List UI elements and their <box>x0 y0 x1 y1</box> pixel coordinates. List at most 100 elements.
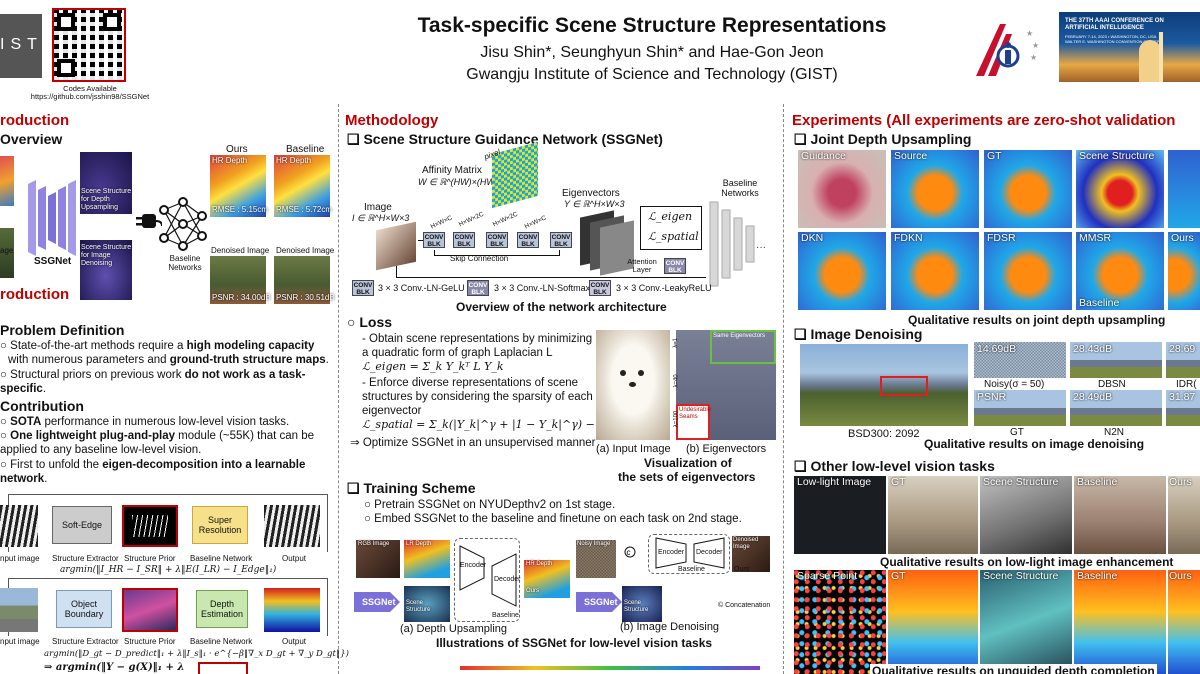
denoising-title: ❑ Image Denoising <box>794 326 923 342</box>
loss-title: ○ Loss <box>347 314 393 330</box>
scene-structure-label: Scene Structure <box>1079 150 1155 162</box>
scene-structure-label-b: Scene Structure <box>624 600 649 613</box>
svg-text:···: ··· <box>756 242 766 253</box>
baseline-denoised-label: Denoised Image <box>276 246 335 255</box>
baseline-psnr: PSNR : 30.51dB <box>276 293 335 302</box>
hw-label-3: H×W×2C <box>491 210 519 229</box>
depth-completion-baseline-label: Baseline <box>1077 570 1118 582</box>
fdkn-image <box>891 232 979 310</box>
bsd-zoom-box <box>880 376 928 396</box>
visualization-caption-2: the sets of eigenvectors <box>618 470 756 484</box>
legend-label-1: 3 × 3 Conv.-LN-GeLU <box>378 283 465 293</box>
overview-title: Overview <box>0 131 63 147</box>
code-url[interactable]: https://github.com/jsshin98/SSGNet <box>30 92 150 101</box>
rainbow-bar <box>460 666 760 670</box>
attention-layer-label: Attention Layer <box>627 257 657 274</box>
scene-structure-label-a: Scene Structure <box>406 600 431 613</box>
street-prior-image <box>122 588 178 632</box>
lowlight-baseline-label: Baseline <box>1077 476 1118 488</box>
caption-a: (a) Depth Upsampling <box>400 623 507 635</box>
n2n-crop <box>1070 390 1162 426</box>
svg-text:c: c <box>627 548 631 557</box>
fdkn-label: FDKN <box>894 232 923 244</box>
lambda-1-label: λ=1 <box>672 338 679 348</box>
lowlight-label: Low-light Image <box>797 476 872 488</box>
ssgnet-arrow-b <box>576 592 622 612</box>
output-label-2: Output <box>282 637 307 646</box>
lowlight-baseline <box>1074 476 1166 554</box>
scene-structure-denoise-label: Scene Structure for Image Denoising <box>81 244 132 267</box>
mmsr-image <box>1076 232 1164 310</box>
qr-code <box>52 8 126 82</box>
scene-structure-thumb-a <box>404 586 450 622</box>
lambda-40-label: λ=40 <box>673 374 680 388</box>
baseline-label: Baseline <box>286 144 325 155</box>
jdu-title: ❑ Joint Depth Upsampling <box>794 131 972 147</box>
fdsr-image <box>984 232 1072 310</box>
loss-item-1: - Obtain scene representations by minimi… <box>362 333 593 359</box>
divider-2 <box>783 104 784 674</box>
noisy-crop <box>974 342 1066 378</box>
depth-completion-ours <box>1168 570 1200 674</box>
overview-input-depth <box>0 156 14 206</box>
conference-banner: THE 37TH AAAI CONFERENCE ON ARTIFICIAL I… <box>1059 12 1200 82</box>
soft-edge-box: Soft-Edge <box>52 506 112 544</box>
hr-depth-thumb-a <box>524 560 570 598</box>
legend-conv-2: CONV BLK <box>467 280 489 296</box>
contribution-item-1: ○ SOTA performance in numerous low-level… <box>0 416 290 428</box>
hr-depth-label-a: HR Depth <box>526 561 553 567</box>
guidance-image <box>798 150 886 228</box>
ssgnet-label-a: SSGNet <box>362 597 396 607</box>
scene-structure-image <box>1076 150 1164 228</box>
baseline-denoised-image <box>274 256 330 304</box>
noisy-image-thumb <box>576 540 616 578</box>
lowlight-ours-label: Ours <box>1169 476 1192 488</box>
ssgnet-label-b: SSGNet <box>584 597 618 607</box>
conv-blk-2: CONV BLK <box>453 232 475 248</box>
svg-text:★: ★ <box>1026 29 1033 38</box>
training-title: ❑ Training Scheme <box>347 480 476 496</box>
lowlight-scene-label: Scene Structure <box>983 476 1059 488</box>
affinity-eq: W ∈ ℝ^(HW)×(HW) <box>418 177 498 187</box>
scene-structure-denoise-image <box>80 240 132 300</box>
structure-prior-label-2: Structure Prior <box>124 637 176 646</box>
gt-label: GT <box>987 150 1002 162</box>
ssgnet-block <box>28 180 76 256</box>
dkn-image <box>798 232 886 310</box>
equation-2: argmin(‖D_gt − D_predict‖₁ + λ‖I_s‖₁ · e… <box>44 649 349 659</box>
hw-label-4: H×W×C <box>523 214 548 231</box>
conv-blk-attn: CONV BLK <box>664 258 686 274</box>
zebra-prior-image <box>122 505 178 547</box>
loss-item-3: ⇒ Optimize SSGNet in an unsupervised man… <box>350 437 596 449</box>
eigenvectors-label: Eigenvectors <box>562 188 620 199</box>
legend-conv-1: CONV BLK <box>352 280 374 296</box>
source-image <box>891 150 979 228</box>
baseline-network-label-1: Baseline Network <box>190 554 253 563</box>
ours-denoised-image <box>210 256 266 304</box>
authors: Jisu Shin*, Seunghyun Shin* and Hae-Gon … <box>480 44 824 61</box>
problem-title: Problem Definition <box>0 322 125 338</box>
rgb-image-thumb <box>356 540 400 578</box>
problem-item-2: ○ Structural priors on previous work do … <box>0 369 306 395</box>
ours-hr-depth-image <box>210 155 266 217</box>
skip-connection-line <box>434 250 560 256</box>
same-eigenvectors-box <box>710 330 776 364</box>
idr-label: IDR( <box>1176 379 1197 390</box>
rgb-image-label: RGB Image <box>358 541 390 547</box>
conv-blk-4: CONV BLK <box>517 232 539 248</box>
sparse-point-label: Sparse Point <box>797 570 858 582</box>
bsd-label: BSD300: 2092 <box>848 428 920 440</box>
ours-hr-depth-label: HR Depth <box>212 156 248 165</box>
ours-label-jdu: Ours <box>1171 232 1194 244</box>
baseline-dashed-b <box>648 534 730 574</box>
legend-conv-3: CONV BLK <box>589 280 611 296</box>
image-label: Image <box>364 202 392 213</box>
loss-item-2: - Enforce diverse representations of sce… <box>362 377 593 417</box>
baseline-network-label-2: Baseline Network <box>190 637 253 646</box>
loss-eq-1: ℒ_eigen = Σ_k Y_kᵀ L Y_k <box>362 360 504 373</box>
equation-3-box <box>198 662 248 674</box>
gist-logo-text: IST <box>0 36 43 53</box>
ssgnet-label: SSGNet <box>34 256 72 267</box>
affinity-label: Affinity Matrix <box>422 165 482 176</box>
contribution-title: Contribution <box>0 398 84 414</box>
